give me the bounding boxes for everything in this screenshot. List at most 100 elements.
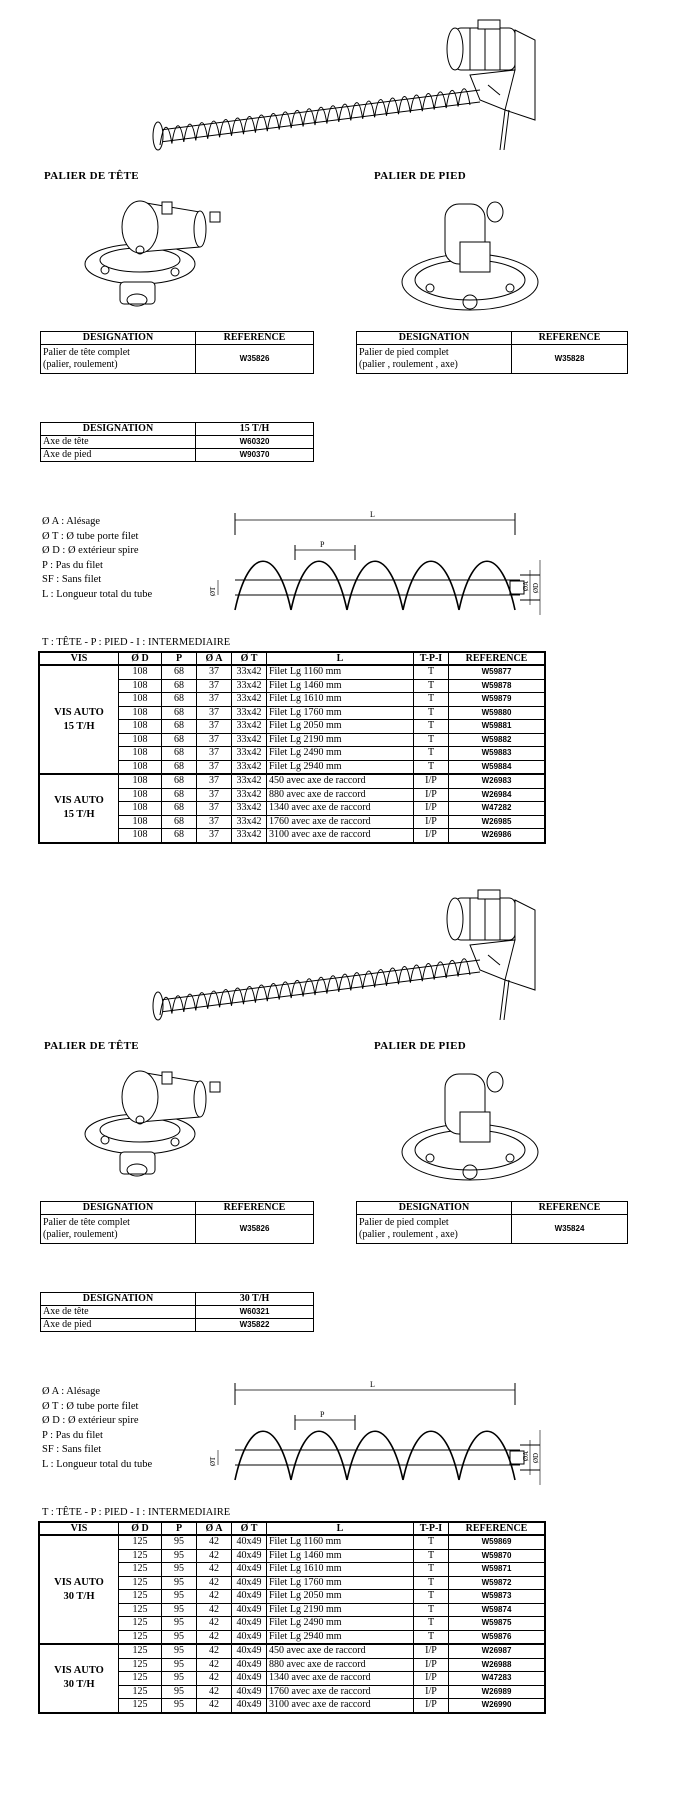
cell-tpi: T xyxy=(413,719,449,734)
cell-t: 40x49 xyxy=(231,1603,267,1617)
cell-l: 450 avec axe de raccord xyxy=(266,773,414,789)
capacity-header: 30 T/H xyxy=(195,1292,314,1306)
col-header: T-P-I xyxy=(413,651,449,666)
col-header: P xyxy=(161,1521,197,1536)
cell-ref: W26987 xyxy=(448,1643,546,1659)
cell-tpi: I/P xyxy=(413,1658,449,1672)
label-T: ØT xyxy=(209,1456,217,1466)
legend-item: Ø T : Ø tube porte filet xyxy=(42,530,139,542)
cell-a: 37 xyxy=(196,692,232,707)
cell-a: 37 xyxy=(196,665,232,680)
cell-p: 68 xyxy=(161,801,197,816)
legend-item: Ø A : Alésage xyxy=(42,516,101,527)
cell-d: 125 xyxy=(118,1685,162,1699)
cell-p: 68 xyxy=(161,665,197,680)
reference-header: REFERENCE xyxy=(511,331,628,345)
cell-a: 42 xyxy=(196,1562,232,1577)
reference-header: REFERENCE xyxy=(511,1201,628,1215)
cell-l: Filet Lg 1610 mm xyxy=(266,1562,414,1577)
cell-p: 95 xyxy=(161,1630,197,1645)
cell-p: 68 xyxy=(161,719,197,734)
section-1: PALIER DE TÊTE PALIER DE PIED xyxy=(0,0,689,890)
cell-a: 37 xyxy=(196,733,232,747)
cell-a: 37 xyxy=(196,828,232,843)
cell-d: 125 xyxy=(118,1589,162,1604)
screw-dimension-diagram: L P ØT ØA ØD xyxy=(209,510,541,615)
cell-d: 108 xyxy=(118,706,162,720)
axe-reference: W90370 xyxy=(195,448,314,462)
reference-cell: W35826 xyxy=(195,344,314,374)
cell-t: 40x49 xyxy=(231,1671,267,1686)
cell-ref: W59881 xyxy=(448,719,546,734)
cell-ref: W59876 xyxy=(448,1630,546,1645)
vis-line1: VIS AUTO xyxy=(54,706,104,718)
foot-bearing-illustration xyxy=(401,1071,539,1181)
cell-l: Filet Lg 1610 mm xyxy=(266,692,414,707)
cell-ref: W59869 xyxy=(448,1535,546,1550)
cell-d: 125 xyxy=(118,1603,162,1617)
cell-l: Filet Lg 2490 mm xyxy=(266,1616,414,1631)
designation-cell: Palier de pied complet(palier , roulemen… xyxy=(356,344,512,374)
cell-l: Filet Lg 1460 mm xyxy=(266,1549,414,1563)
designation-line1: Palier de tête complet xyxy=(43,1217,130,1228)
col-header: Ø D xyxy=(118,651,162,666)
cell-t: 40x49 xyxy=(231,1698,267,1713)
designation-line2: (palier , roulement , axe) xyxy=(359,1229,458,1240)
cell-a: 42 xyxy=(196,1630,232,1645)
label-A: ØA xyxy=(522,1451,530,1461)
cell-ref: W59872 xyxy=(448,1576,546,1590)
designation-cell: Palier de tête complet(palier, roulement… xyxy=(40,344,196,374)
cell-tpi: T xyxy=(413,1603,449,1617)
cell-tpi: I/P xyxy=(413,788,449,802)
cell-tpi: I/P xyxy=(413,801,449,816)
cell-ref: W59870 xyxy=(448,1549,546,1563)
cell-l: 1760 avec axe de raccord xyxy=(266,1685,414,1699)
cell-tpi: T xyxy=(413,1535,449,1550)
vis-line1: VIS AUTO xyxy=(54,795,104,807)
cell-a: 42 xyxy=(196,1643,232,1659)
cell-t: 40x49 xyxy=(231,1643,267,1659)
head-bearing-illustration xyxy=(84,200,221,307)
designation-line2: (palier , roulement , axe) xyxy=(359,359,458,370)
cell-ref: W59871 xyxy=(448,1562,546,1577)
cell-d: 125 xyxy=(118,1658,162,1672)
cell-tpi: T xyxy=(413,1630,449,1645)
cell-a: 37 xyxy=(196,746,232,761)
designation-header: DESIGNATION xyxy=(40,331,196,345)
col-header: L xyxy=(266,651,414,666)
cell-d: 125 xyxy=(118,1698,162,1713)
cell-d: 125 xyxy=(118,1562,162,1577)
cell-t: 40x49 xyxy=(231,1576,267,1590)
cell-t: 33x42 xyxy=(231,692,267,707)
legend-item: L : Longueur total du tube xyxy=(42,1458,153,1470)
cell-p: 95 xyxy=(161,1685,197,1699)
cell-p: 95 xyxy=(161,1576,197,1590)
cell-ref: W59880 xyxy=(448,706,546,720)
reference-cell: W35828 xyxy=(511,344,628,374)
cell-d: 125 xyxy=(118,1576,162,1590)
cell-ref: W59878 xyxy=(448,679,546,693)
cell-p: 95 xyxy=(161,1671,197,1686)
axe-designation: Axe de tête xyxy=(40,435,196,449)
legend-item: SF : Sans filet xyxy=(42,574,102,585)
cell-t: 40x49 xyxy=(231,1562,267,1577)
axe-designation: Axe de pied xyxy=(40,1318,196,1332)
cell-d: 108 xyxy=(118,679,162,693)
col-header: VIS xyxy=(38,1521,119,1536)
cell-t: 33x42 xyxy=(231,828,267,843)
cell-p: 68 xyxy=(161,746,197,761)
legend-item: Ø D : Ø extérieur spire xyxy=(42,1415,139,1426)
